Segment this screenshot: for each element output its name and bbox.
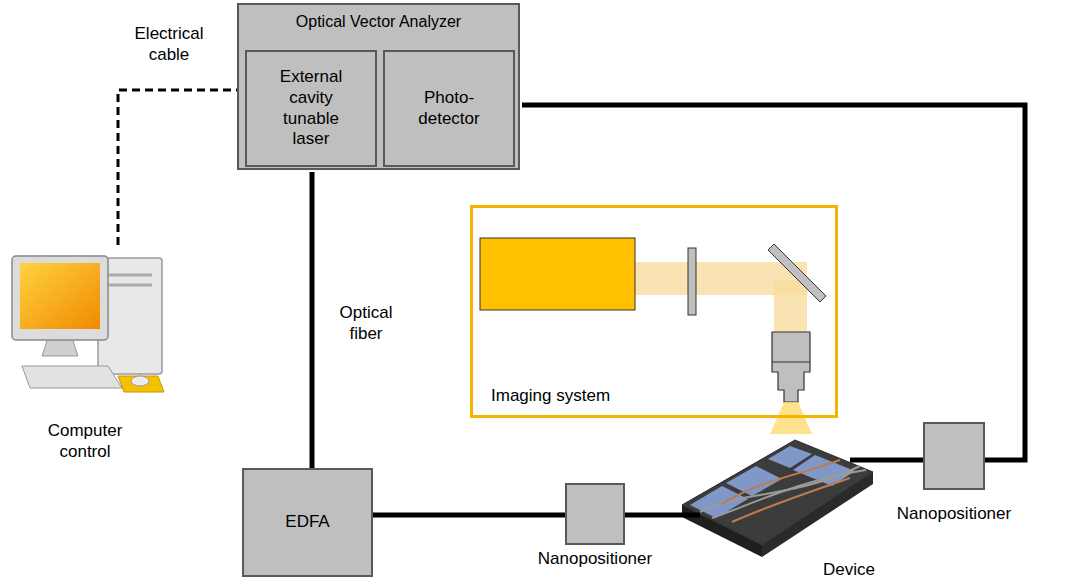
node-label: Nanopositioner: [897, 504, 1011, 525]
nanopositioner-box: Nanopositioner: [565, 483, 625, 545]
monitor-screen: [20, 263, 100, 329]
computer-icon: [12, 256, 164, 392]
node-label: Computer control: [35, 421, 135, 462]
filter-plate: [688, 248, 696, 315]
light-cone: [770, 402, 812, 434]
node-label: Nanopositioner: [538, 549, 652, 570]
monitor: [12, 256, 108, 340]
mirror: [768, 244, 826, 302]
node-label: Photo- detector: [407, 88, 492, 129]
nanopositioner-box: Nanopositioner: [923, 422, 985, 490]
node-label: Optical Vector Analyzer: [239, 12, 518, 32]
edge-label: Optical fiber: [326, 303, 406, 344]
edfa-box: EDFA: [242, 468, 373, 577]
drive-slot: [108, 284, 152, 287]
chip-top: [682, 440, 873, 545]
edge-label: Electrical cable: [124, 24, 214, 65]
laser-box: External cavity tunable laser: [245, 50, 377, 167]
keyboard: [22, 366, 122, 388]
device-node: Device: [685, 435, 875, 560]
node-label: External cavity tunable laser: [267, 67, 355, 150]
waveguide: [700, 466, 860, 512]
light-source: [480, 238, 635, 310]
electrode-line: [732, 478, 850, 522]
analyzer-box: Optical Vector AnalyzerExternal cavity t…: [237, 3, 520, 170]
optical-fiber: [850, 458, 923, 463]
electrical-cable: [118, 90, 237, 245]
light-beam: [774, 280, 807, 332]
mouse: [131, 376, 149, 386]
drive-slot: [108, 274, 152, 277]
device-chip: [682, 440, 873, 557]
optical-fiber: [522, 105, 1025, 460]
waveguide: [712, 470, 866, 518]
electrode-line: [722, 460, 840, 504]
optical-fiber: [310, 172, 315, 468]
photodetector-box: Photo- detector: [383, 50, 515, 167]
mouse-pad: [118, 376, 164, 392]
objective-ring: [772, 362, 810, 363]
imaging-optics: [480, 238, 826, 434]
node-label: EDFA: [285, 512, 329, 533]
optical-fiber: [373, 513, 565, 518]
optical-fiber: [625, 513, 700, 518]
computer-node: Computer control: [5, 245, 165, 415]
node-label: Device: [823, 560, 875, 581]
imaging-system-box: Imaging system: [470, 205, 838, 418]
objective-lens: [772, 332, 810, 402]
node-label: Imaging system: [491, 386, 610, 407]
